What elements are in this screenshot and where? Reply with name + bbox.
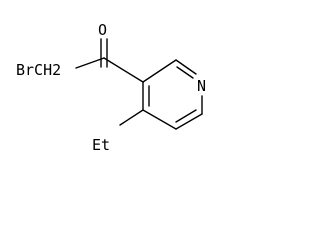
ring-bond-c6-c5-inner xyxy=(175,109,197,123)
ring-bond-c3-c2 xyxy=(142,59,177,83)
ring-bond-c2-n xyxy=(175,59,197,75)
structure-diagram: O BrCH2 N Et xyxy=(16,21,207,154)
ring-bond-c5-c4 xyxy=(142,109,177,130)
ring-bond-c2-n-inner xyxy=(176,66,194,79)
ethyl-label: Et xyxy=(92,136,110,154)
oxygen-label: O xyxy=(98,21,107,39)
carbonyl-ring-bond xyxy=(103,57,144,83)
nitrogen-label: N xyxy=(197,77,206,95)
methylene-carbonyl-bond xyxy=(75,57,105,69)
molecule-structure: O BrCH2 N Et xyxy=(16,21,206,154)
bromomethyl-label: BrCH2 xyxy=(16,61,61,79)
ring-ethyl-bond xyxy=(119,109,144,126)
ring-bond-c6-c5 xyxy=(175,113,203,130)
